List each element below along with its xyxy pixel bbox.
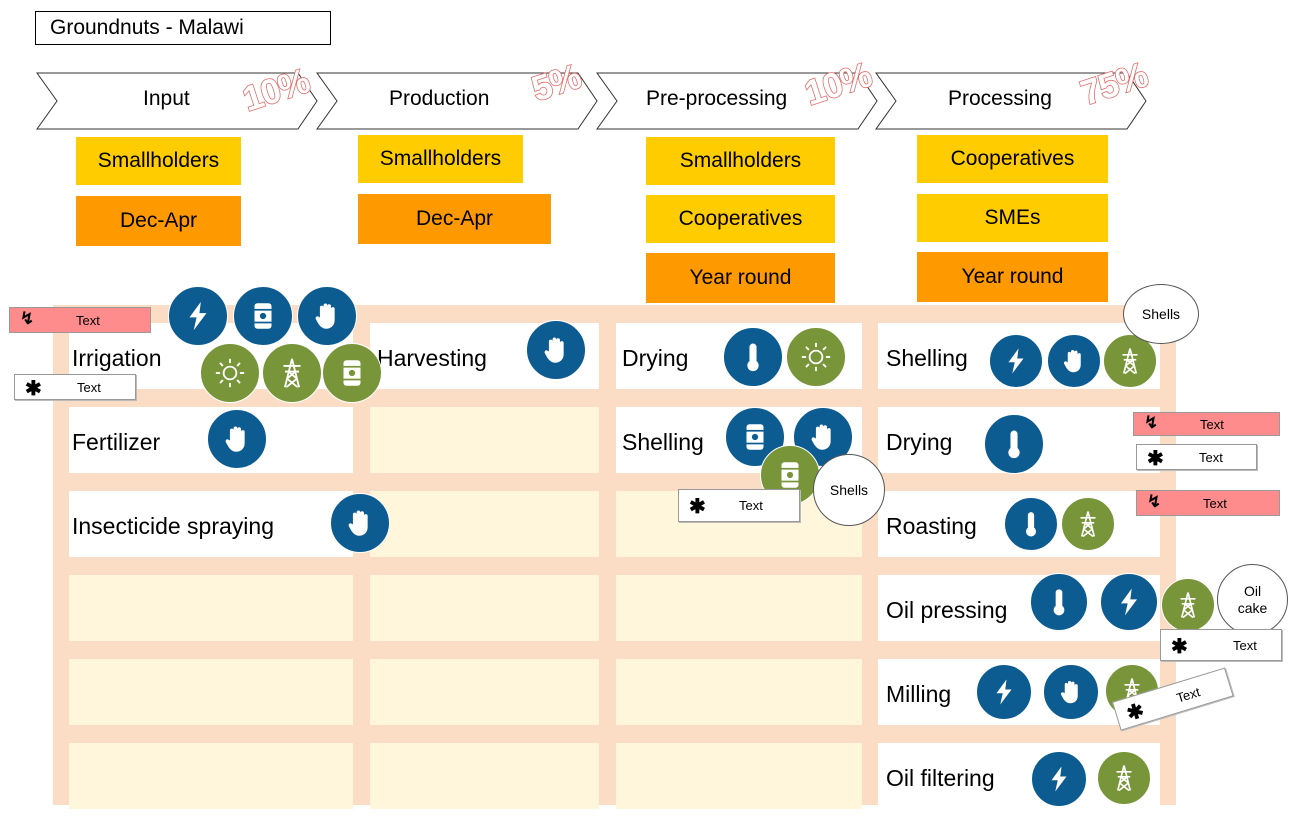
actor-chip: SMEs: [917, 194, 1108, 242]
stage-label: Pre-processing: [646, 87, 788, 110]
asterisk-icon: ✱: [1147, 448, 1164, 470]
manual-labour-icon: [297, 286, 357, 346]
manual-labour-icon: [1043, 664, 1099, 720]
thermal-icon: [1030, 573, 1088, 631]
season-chip: Dec-Apr: [76, 196, 241, 246]
power-grid-icon: [1061, 497, 1115, 551]
activity-label-harvesting: Harvesting: [377, 345, 487, 371]
note-text: Text: [1203, 496, 1227, 511]
note-text: Text: [76, 313, 100, 328]
activity-label-insecticide: Insecticide spraying: [72, 513, 274, 539]
activity-label-shelling: Shelling: [622, 429, 704, 455]
actor-chip: Smallholders: [646, 137, 835, 185]
activity-cell: [370, 743, 599, 809]
manual-labour-icon: [207, 409, 267, 469]
stage-production: Production: [316, 72, 598, 130]
stage-processing: Processing: [875, 72, 1157, 130]
activity-cell: [370, 491, 599, 557]
note-text: Text: [1233, 638, 1257, 653]
activity-label-oil-filtering: Oil filtering: [886, 765, 995, 791]
actor-chip: Cooperatives: [917, 135, 1108, 183]
season-chip: Year round: [646, 253, 835, 303]
activity-label-milling: Milling: [886, 681, 952, 707]
thermal-icon: [723, 327, 783, 387]
stage-preprocessing: Pre-processing: [596, 72, 878, 130]
activity-cell: [370, 575, 599, 641]
power-grid-icon: [262, 343, 322, 403]
fuel-barrel-icon: [725, 407, 785, 467]
activity-cell: [616, 743, 862, 809]
solar-icon: [200, 343, 260, 403]
electricity-icon: [976, 664, 1032, 720]
note-tag-white: ✱ Text: [678, 489, 800, 522]
activity-label-drying: Drying: [886, 429, 953, 455]
byproduct-bubble: Shells: [1123, 284, 1199, 344]
activity-cell: [370, 407, 599, 473]
activity-label-oil-pressing: Oil pressing: [886, 597, 1008, 623]
diagram-title: Groundnuts - Malawi: [35, 11, 331, 45]
note-text: Text: [1200, 417, 1224, 432]
lightning-mark-icon: ↯: [1144, 413, 1159, 432]
stage-label: Input: [143, 87, 190, 110]
byproduct-bubble: Shells: [813, 454, 885, 526]
electricity-icon: [168, 286, 228, 346]
note-text: Text: [77, 380, 101, 395]
activity-label-roasting: Roasting: [886, 513, 977, 539]
season-chip: Year round: [917, 252, 1108, 302]
activity-cell: [69, 491, 353, 557]
note-text: Text: [1174, 684, 1202, 706]
actor-chip: Cooperatives: [646, 195, 835, 243]
note-tag-pink: ↯ Text: [1136, 490, 1280, 516]
asterisk-icon: ✱: [689, 496, 706, 518]
note-tag-pink: ↯ Text: [1133, 412, 1280, 436]
fuel-barrel-icon: [322, 343, 382, 403]
fuel-barrel-icon: [233, 286, 293, 346]
note-tag-white: ✱ Text: [14, 374, 136, 400]
season-chip: Dec-Apr: [358, 194, 551, 244]
lightning-mark-icon: ↯: [20, 309, 35, 328]
stage-label: Production: [389, 87, 490, 110]
activity-label-drying: Drying: [622, 345, 689, 371]
activity-cell: [616, 659, 862, 725]
power-grid-icon: [1103, 334, 1157, 388]
activity-cell: [69, 659, 353, 725]
actor-chip: Smallholders: [76, 137, 241, 185]
activity-cell: [69, 743, 353, 809]
note-text: Text: [1199, 450, 1223, 465]
power-grid-icon: [1161, 578, 1215, 632]
activity-label-fertilizer: Fertilizer: [72, 429, 161, 455]
activity-cell: [370, 659, 599, 725]
asterisk-icon: ✱: [1124, 699, 1147, 726]
electricity-icon: [1100, 573, 1158, 631]
manual-labour-icon: [330, 493, 390, 553]
electricity-icon: [1031, 751, 1087, 807]
note-tag-white: ✱ Text: [1160, 629, 1282, 661]
note-tag-white: ✱ Text: [1136, 444, 1257, 470]
manual-labour-icon: [526, 320, 586, 380]
stage-input: Input: [36, 72, 318, 130]
asterisk-icon: ✱: [25, 378, 42, 400]
note-text: Text: [739, 498, 763, 513]
note-tag-pink: ↯ Text: [9, 307, 151, 333]
electricity-icon: [989, 334, 1043, 388]
asterisk-icon: ✱: [1171, 636, 1188, 658]
actor-chip: Smallholders: [358, 135, 523, 183]
solar-icon: [786, 327, 846, 387]
activity-label-shelling: Shelling: [886, 345, 968, 371]
byproduct-bubble: Oil cake: [1217, 564, 1288, 635]
activity-label-irrigation: Irrigation: [72, 345, 162, 371]
thermal-icon: [1004, 497, 1058, 551]
activity-cell: [616, 575, 862, 641]
thermal-icon: [984, 414, 1044, 474]
manual-labour-icon: [1047, 334, 1101, 388]
power-grid-icon: [1097, 751, 1151, 805]
activity-cell: [69, 575, 353, 641]
lightning-mark-icon: ↯: [1147, 492, 1162, 511]
stage-label: Processing: [948, 87, 1052, 110]
